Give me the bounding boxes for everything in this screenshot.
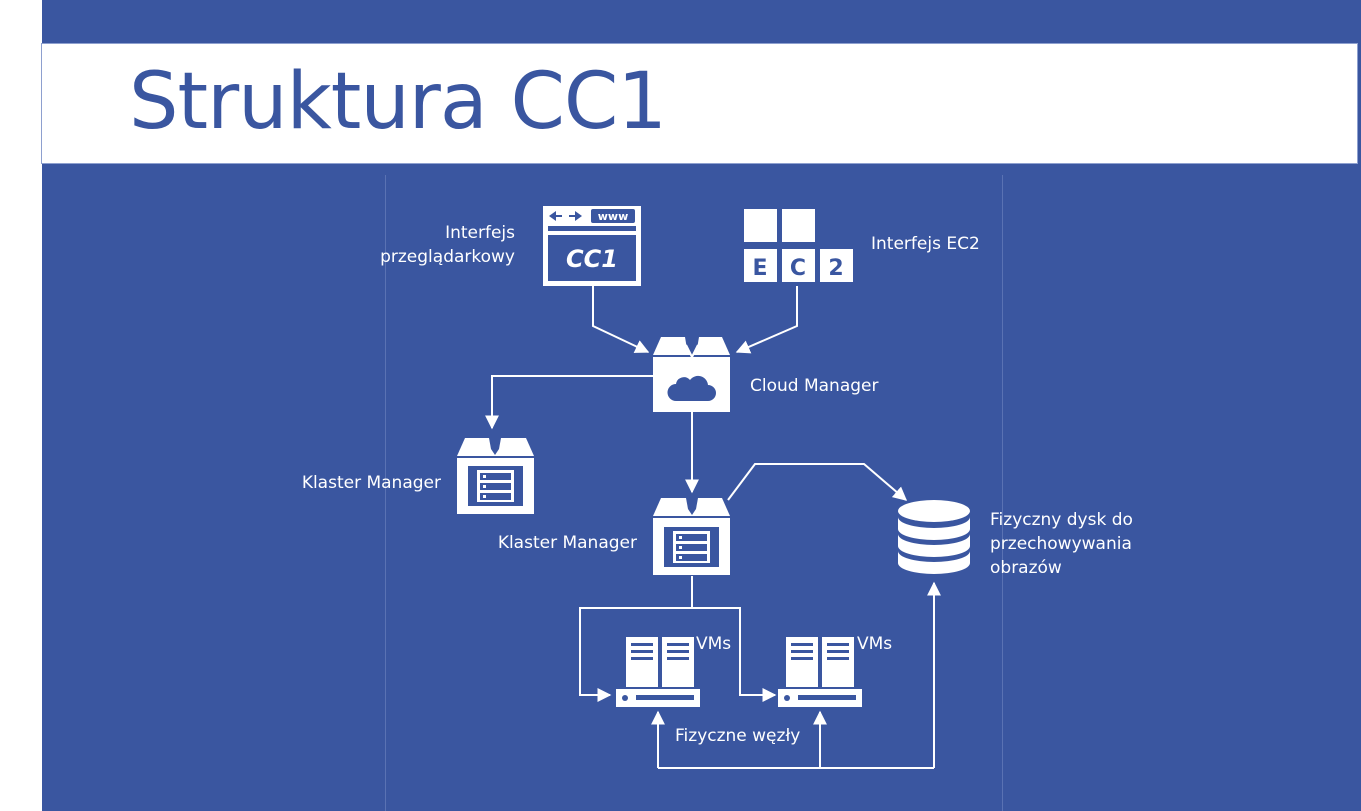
cluster-manager-left-label: Klaster Manager [301,473,441,493]
browser-logo-text: CC1 [566,245,618,273]
vms-left-label: VMs [696,634,732,654]
database-icon [898,500,970,574]
ec2-interface-label: Interfejs EC2 [871,234,980,254]
server-box-icon [457,438,534,514]
arrow-cluster-to-disk [727,463,908,501]
ec2-tiles-icon: E C 2 [744,209,853,282]
server-towers-icon [616,637,700,707]
ec2-tile-letter-2: 2 [828,256,843,281]
browser-url-text: www [598,210,629,223]
storage-disk-label-line3: obrazów [990,558,1062,578]
storage-disk-label-line1: Fizyczny dysk do [990,510,1133,530]
browser-interface-label-line1: Interfejs [445,223,515,243]
physical-nodes-label: Fizyczne węzły [675,726,801,746]
cluster-manager-center-label: Klaster Manager [497,533,637,553]
storage-disk-label: Fizyczny dysk do przechowywania obrazów [990,508,1133,580]
storage-disk-label-line2: przechowywania [990,534,1132,554]
vms-right-label: VMs [857,634,893,654]
arrow-cloud-to-left-cluster [485,375,653,430]
cloud-box-icon [653,337,730,412]
arrow-cluster-to-node-right [692,607,777,702]
server-box-icon [653,498,730,575]
ec2-tile-letter-c: C [790,256,806,281]
diagram-panel [385,175,1003,811]
arrow-ec2-to-cloud [735,286,798,354]
connectors [485,286,941,769]
server-towers-icon [778,637,862,707]
arrow-browser-to-cloud [592,286,650,353]
browser-interface-label: Interfejs przeglądarkowy [350,221,515,269]
ec2-tile-letter-e: E [752,256,767,281]
cloud-manager-label: Cloud Manager [750,376,879,396]
page-title: Struktura CC1 [129,57,667,147]
browser-interface-label-line2: przeglądarkowy [380,247,515,267]
arrow-cluster-to-node-left [579,576,693,702]
browser-window-icon: www CC1 [543,206,641,286]
title-band: Struktura CC1 [41,43,1358,164]
